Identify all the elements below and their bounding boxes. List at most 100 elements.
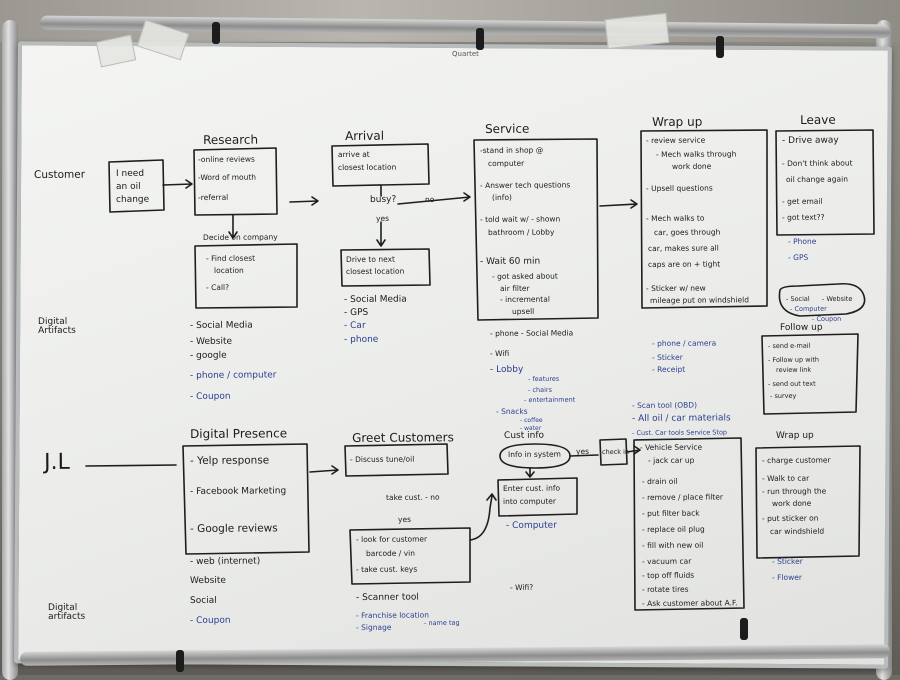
artifact-leave-pill: - Coupon bbox=[811, 314, 842, 323]
wrap-item: car, goes through bbox=[653, 227, 721, 237]
service-item: - got asked about bbox=[491, 271, 558, 281]
box-leave bbox=[775, 129, 875, 236]
greet-cue: take cust. - no bbox=[385, 492, 440, 502]
wrap-jl-item: - Walk to car bbox=[761, 473, 810, 483]
leave-item: - get email bbox=[781, 196, 823, 206]
greet-box: - Discuss tune/oil bbox=[349, 454, 415, 464]
service-item: computer bbox=[487, 158, 525, 168]
artifact-leave-pill: - Computer bbox=[789, 304, 827, 313]
service-item: - told wait w/ - shown bbox=[479, 214, 561, 224]
check-in-text: check in bbox=[601, 447, 630, 456]
artifact-leave-blue: - GPS bbox=[787, 252, 809, 262]
artifact-research-blue: - Coupon bbox=[189, 391, 231, 402]
vehicle-item: - drain oil bbox=[641, 476, 678, 486]
box-research bbox=[193, 147, 278, 216]
box-service bbox=[473, 138, 599, 321]
heading-cust-info: Cust info bbox=[503, 430, 545, 441]
board-clip bbox=[476, 28, 484, 50]
presence-artifact: Social bbox=[189, 595, 217, 606]
artifact-service: - Wifi bbox=[489, 348, 510, 358]
arrow-busy-service bbox=[397, 192, 471, 205]
box-greet bbox=[344, 443, 449, 477]
row-label-digital-artifacts-jl: Digital artifacts bbox=[47, 602, 86, 622]
drive-line: Drive to next bbox=[345, 254, 395, 264]
research-item: -Word of mouth bbox=[197, 172, 257, 182]
board-clip bbox=[716, 36, 724, 58]
box-digital-presence bbox=[182, 443, 310, 555]
artifact-wrap-blue: - Sticker bbox=[651, 352, 683, 362]
artifact-research-blue: - phone / computer bbox=[189, 370, 277, 381]
greet-cue: yes bbox=[397, 514, 412, 524]
jl-line bbox=[85, 464, 177, 467]
drive-line: closest location bbox=[345, 266, 405, 276]
follow-up-item: - send out text bbox=[767, 379, 816, 388]
heading-arrival: Arrival bbox=[344, 128, 385, 143]
heading-vehicle-service: - Vehicle Service bbox=[639, 442, 703, 452]
wrap-jl-item: - run through the bbox=[761, 486, 827, 496]
pill-leave-artifacts bbox=[778, 282, 866, 317]
wrap-item: - Sticker w/ new bbox=[645, 283, 706, 293]
cust-info-artifact: - Wifi? bbox=[509, 582, 534, 592]
presence-artifact: Website bbox=[189, 575, 226, 586]
decide-item: - Find closest bbox=[205, 253, 256, 263]
arrow-scan-enter bbox=[469, 493, 497, 541]
presence-item: - Yelp response bbox=[189, 454, 270, 467]
artifact-research: - Social Media bbox=[189, 320, 253, 331]
decide-item: - Call? bbox=[205, 282, 230, 292]
start-line: an oil bbox=[115, 181, 141, 192]
arrival-box-line: closest location bbox=[337, 162, 397, 172]
artifact-snack-item: - coffee bbox=[519, 416, 543, 424]
arrival-question: busy? bbox=[369, 194, 397, 205]
box-i-need-oil bbox=[108, 159, 165, 213]
follow-up-item: - send e-mail bbox=[767, 341, 811, 350]
box-arrival bbox=[331, 143, 430, 187]
start-line: change bbox=[115, 194, 150, 205]
wrap-item: work done bbox=[671, 161, 712, 171]
service-item: air filter bbox=[499, 283, 530, 293]
service-item: upsell bbox=[511, 306, 535, 316]
artifact-service: - phone - Social Media bbox=[489, 328, 574, 338]
cust-info-artifact: - Computer bbox=[505, 520, 557, 531]
enter-box-line: into computer bbox=[502, 496, 556, 506]
arrival-yes: yes bbox=[375, 213, 390, 223]
row-label-customer: Customer bbox=[33, 168, 86, 181]
wrap-jl-item: car windshield bbox=[769, 526, 825, 536]
artifact-wrap-blue: - phone / camera bbox=[651, 338, 717, 348]
heading-wrap-up: Wrap up bbox=[651, 114, 703, 129]
wrap-item: - Mech walks through bbox=[655, 149, 737, 159]
vehicle-item: - fill with new oil bbox=[641, 540, 704, 550]
artifact-leave-pill: - Website bbox=[821, 294, 853, 303]
vehicle-item: - top off fluids bbox=[641, 570, 695, 580]
wrap-jl-item: work done bbox=[771, 498, 812, 508]
artifact-leave-blue: - Phone bbox=[787, 236, 817, 246]
row-label-digital-artifacts: Digital Artifacts bbox=[37, 316, 76, 336]
start-line: I need bbox=[115, 168, 145, 179]
arrow-research-decide bbox=[228, 214, 238, 239]
vehicle-item: - put filter back bbox=[641, 508, 700, 518]
follow-up-item: - Follow up with bbox=[767, 355, 820, 364]
artifact-arrival: - GPS bbox=[343, 307, 369, 318]
box-decide bbox=[194, 243, 298, 309]
arrow-oval-enter bbox=[525, 467, 535, 478]
arrow-busy-drive bbox=[376, 221, 386, 247]
box-follow-up bbox=[761, 333, 859, 415]
board-clip bbox=[740, 618, 748, 640]
service-item: - Answer tech questions bbox=[479, 180, 571, 190]
vehicle-item: - rotate tires bbox=[641, 584, 689, 594]
heading-research: Research bbox=[202, 132, 259, 147]
cust-info-yes: yes bbox=[575, 446, 590, 456]
artifact-service-snacks: - Snacks bbox=[495, 406, 528, 416]
wrap-item: caps are on + tight bbox=[647, 259, 721, 269]
presence-item: - Google reviews bbox=[189, 522, 278, 535]
artifact-arrival-blue: - Car bbox=[343, 320, 366, 331]
heading-wrap-up-jl: Wrap up bbox=[775, 430, 814, 441]
leave-item: - Drive away bbox=[781, 135, 839, 146]
leave-item: - got text?? bbox=[781, 212, 825, 222]
wrap-item: - Upsell questions bbox=[645, 183, 713, 193]
arrow-start-research bbox=[162, 179, 193, 189]
tools-artifact: - Scan tool (OBD) bbox=[631, 400, 698, 410]
follow-up-item: review link bbox=[775, 365, 812, 374]
presence-artifact-blue: - Coupon bbox=[189, 615, 231, 626]
vehicle-item: - remove / place filter bbox=[641, 492, 723, 502]
